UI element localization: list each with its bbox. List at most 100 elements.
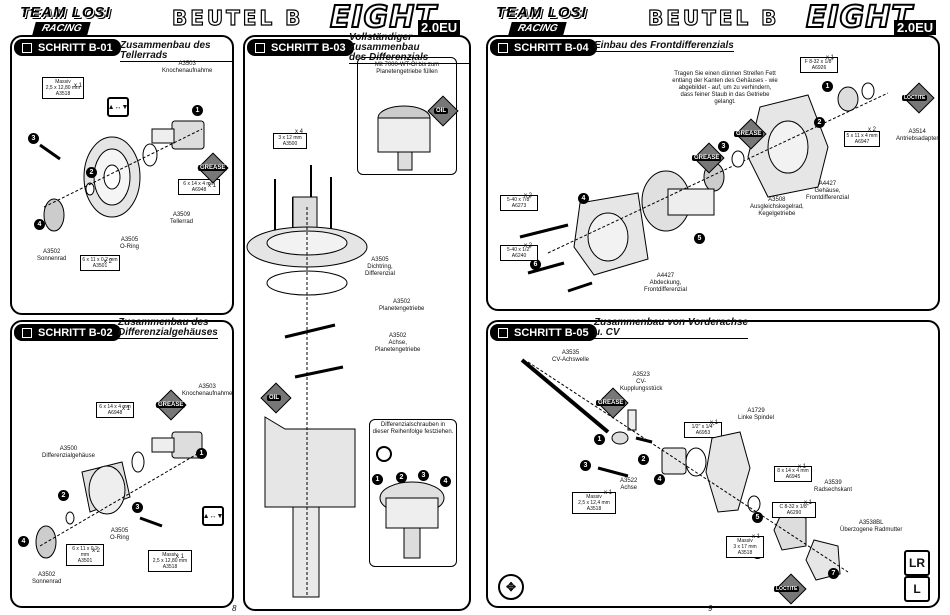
bearing-part-text: 5 x 11 x 4 mm A6947 bbox=[846, 133, 878, 145]
screw-qty: x 4 bbox=[295, 129, 304, 135]
step-b05-tab: SCHRITT B-05 bbox=[490, 324, 597, 341]
screw-part-text: C 8-32 x 1/8" A6290 bbox=[779, 504, 809, 516]
screw-order-3: 3 bbox=[418, 470, 429, 481]
label-a3505: A3505 Dichtring, Differenzial bbox=[365, 257, 395, 277]
screw-a-qty: x 2 bbox=[524, 193, 533, 199]
step-b02-tab: SCHRITT B-02 bbox=[14, 324, 121, 341]
label-a4427-housing: A4427 Gehäuse, Frontdifferenzial bbox=[806, 181, 849, 201]
step-number-7: 7 bbox=[828, 568, 839, 579]
direction-icon: ▲↔▼ bbox=[202, 506, 224, 526]
model-suffix: 2.0EU bbox=[418, 20, 461, 35]
step-number-4: 4 bbox=[654, 474, 665, 485]
pin-part-text: Massiv 2,5 x 12,80 mm A3518 bbox=[152, 552, 188, 570]
bag-label: BEUTEL B bbox=[647, 5, 780, 30]
step-b01-subtitle: Zusammenbau des Tellerrads bbox=[120, 41, 232, 62]
step-b02-subtitle: Zusammenbau des Differenzialgehäuses bbox=[118, 317, 218, 339]
screw-b-qty: x 2 bbox=[524, 243, 533, 249]
screw-order-note: Differenzialschrauben in dieser Reihenfo… bbox=[372, 422, 454, 435]
grease-tag: GREASE bbox=[156, 402, 186, 408]
bearing-part-box: 5 x 11 x 4 mm A6947 bbox=[844, 131, 880, 147]
bearing-qty: x 1 bbox=[798, 464, 807, 470]
label-a3502: A3502 Sonnenrad bbox=[37, 249, 67, 262]
b04-diagram bbox=[519, 82, 889, 293]
label-a3502: A3502 Sonnenrad bbox=[32, 572, 62, 585]
left-marker-icon: L bbox=[904, 576, 930, 602]
right-page: TEAM LOSI RACING BEUTEL B EIGHT 2.0EU SC… bbox=[476, 0, 950, 615]
bearing-qty: x 1 bbox=[122, 406, 131, 412]
move-icon: ✥ bbox=[498, 574, 524, 600]
label-a4427-cover: A4427 Abdeckung, Frontdifferenzial bbox=[644, 273, 687, 293]
bag-label: BEUTEL B bbox=[171, 5, 304, 30]
label-a3523: A3523 CV- Kupplungsstück bbox=[620, 372, 663, 392]
pin2-qty: x 1 bbox=[752, 534, 761, 540]
bearing-part-text: 6 x 14 x 4 mm A6948 bbox=[183, 181, 215, 193]
brand-logo: TEAM LOSI bbox=[496, 4, 587, 21]
label-a3509: A3509 Tellerrad bbox=[170, 212, 194, 225]
pin-part-box: Massiv 2,5 x 12,80 mm A3518 bbox=[42, 77, 84, 99]
lr-marker-icon: LR bbox=[904, 550, 930, 576]
screw-part-box: 3 x 12 mm A3500 bbox=[273, 133, 307, 149]
label-a3502-gear: A3502 Planetengetriebe bbox=[379, 299, 425, 312]
pin-qty: x 1 bbox=[604, 490, 613, 496]
step-b02-panel: SCHRITT B-02 Zusammenbau des Differenzia… bbox=[10, 317, 234, 608]
oring-part-text: 6 x 11 x 0,2 mm A3501 bbox=[82, 257, 118, 269]
b03-diagram bbox=[246, 165, 368, 598]
step-b05-title: SCHRITT B-05 bbox=[514, 326, 589, 339]
step-b03-tab: SCHRITT B-03 bbox=[247, 39, 354, 56]
screw-order-drawing bbox=[376, 446, 445, 559]
page-number-left: 8 bbox=[232, 604, 237, 613]
screw-order-2: 2 bbox=[396, 472, 407, 483]
step-b05-subtitle: Zusammenbau von Vorderachse u. CV bbox=[594, 317, 749, 339]
setscrew-box: 1/2" x 1/4" A6953 bbox=[684, 422, 722, 438]
step-number-3: 3 bbox=[28, 133, 39, 144]
screw-b-text: 5-40 x 1/2" A6240 bbox=[506, 247, 531, 259]
label-a3508: A3508 Ausgleichskegelrad, Kegelgetriebe bbox=[750, 197, 804, 217]
step-number-3: 3 bbox=[718, 141, 729, 152]
step-number-2: 2 bbox=[638, 454, 649, 465]
step-b01-tab: SCHRITT B-01 bbox=[14, 39, 121, 56]
bearing-qty: x 2 bbox=[868, 127, 877, 133]
step-number-2: 2 bbox=[86, 167, 97, 178]
left-page: TEAM LOSI RACING BEUTEL B EIGHT 2.0EU SC… bbox=[0, 0, 474, 615]
step-b04-title: SCHRITT B-04 bbox=[514, 41, 589, 54]
bearing-part-box: 6 x 14 x 4 mm A6948 bbox=[178, 179, 220, 195]
oil-tag: OIL bbox=[434, 108, 448, 114]
step-b04-panel: SCHRITT B-04 Einbau des Frontdifferenzia… bbox=[486, 35, 940, 311]
oring-part-box: 6 x 11 x 0,2 mm A3501 bbox=[80, 255, 120, 271]
label-a3539: A3539 Radsechskant bbox=[814, 480, 853, 493]
step-b01-panel: SCHRITT B-01 Zusammenbau des Tellerrads … bbox=[10, 35, 234, 315]
bearing-part-box: 6 x 14 x 4 mm A6948 bbox=[96, 402, 134, 418]
step-b02-title: SCHRITT B-02 bbox=[38, 326, 113, 339]
pin-part-box: Massiv 2,5 x 12,4 mm A3518 bbox=[572, 492, 616, 514]
bearing-part-text: 6 x 14 x 4 mm A6948 bbox=[99, 404, 131, 416]
label-a3522: A3522 Achse bbox=[620, 478, 638, 491]
grease-tag-2: GREASE bbox=[692, 155, 722, 161]
screw-top-qty: x 1 bbox=[826, 55, 835, 61]
step-b03-title: SCHRITT B-03 bbox=[271, 41, 346, 54]
step-number-4: 4 bbox=[34, 219, 45, 230]
grease-tag: GREASE bbox=[596, 400, 626, 406]
screw-order-1: 1 bbox=[372, 474, 383, 485]
step-number-4: 4 bbox=[578, 193, 589, 204]
step-number-2: 2 bbox=[58, 490, 69, 501]
direction-icon: ▲↔▼ bbox=[107, 97, 129, 117]
pin-part-text: Massiv 2,5 x 12,80 mm A3518 bbox=[45, 79, 81, 97]
screw-order-inset: Differenzialschrauben in dieser Reihenfo… bbox=[369, 419, 457, 567]
brand-logo: TEAM LOSI bbox=[20, 4, 111, 21]
label-a3503: A3503 Knochenaufnahme bbox=[162, 61, 213, 74]
screw-a-text: 5-40 x 7/8" A6273 bbox=[506, 197, 531, 209]
label-a3502-axle: A3502 Achse, Planetengetriebe bbox=[375, 333, 421, 353]
racing-logo: RACING bbox=[32, 22, 92, 35]
page-number-right: 9 bbox=[708, 604, 713, 613]
pin-part-box-2: Massiv 3 x 17 mm A3518 bbox=[726, 536, 764, 558]
oil-inset-drawing bbox=[377, 105, 431, 171]
step-b05-panel: SCHRITT B-05 Zusammenbau von Vorderachse… bbox=[486, 317, 940, 608]
pin-part-text: Massiv 2,5 x 12,4 mm A3518 bbox=[578, 494, 610, 512]
label-a3503: A3503 Knochenaufnahme bbox=[182, 384, 233, 397]
step-number-6: 6 bbox=[530, 259, 541, 270]
bearing-part-text: 8 x 14 x 4 mm A6945 bbox=[777, 468, 809, 480]
label-a3505: A3505 O-Ring bbox=[110, 528, 130, 541]
loctite-tag: LOCTITE bbox=[774, 586, 800, 592]
step-number-1: 1 bbox=[192, 105, 203, 116]
step-number-5: 5 bbox=[752, 512, 763, 523]
